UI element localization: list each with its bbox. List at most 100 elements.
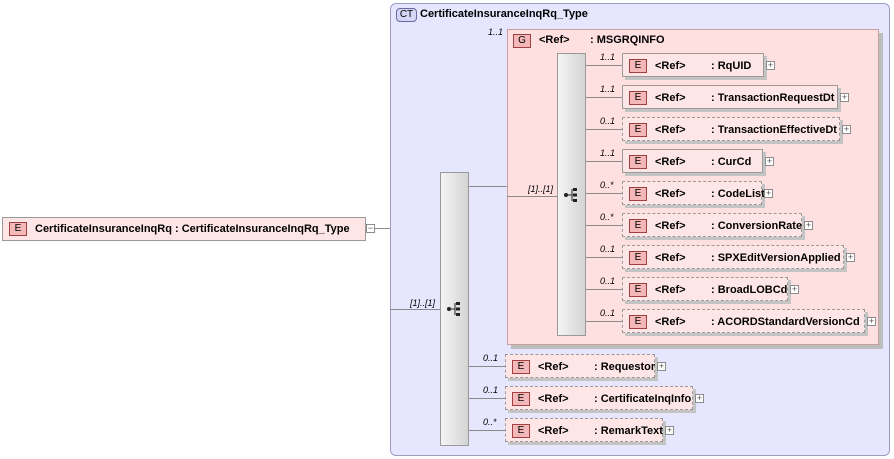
element-remarktext[interactable]: E<Ref>: RemarkText bbox=[505, 418, 663, 442]
element-cardinality: 0..* bbox=[600, 212, 614, 222]
expand-icon[interactable]: + bbox=[766, 60, 775, 70]
connector-line bbox=[586, 289, 622, 290]
element-badge: E bbox=[629, 283, 647, 297]
element-ref: <Ref> bbox=[655, 156, 686, 168]
element-badge: E bbox=[629, 155, 647, 169]
element-name: : CodeList bbox=[711, 188, 765, 200]
element-badge: E bbox=[629, 123, 647, 137]
group-badge: G bbox=[513, 34, 531, 48]
element-acordstandardversioncd[interactable]: E <Ref> : ACORDStandardVersionCd bbox=[622, 309, 865, 333]
element-requestor[interactable]: E <Ref> : Requestor bbox=[505, 354, 655, 378]
group-ref: <Ref> bbox=[539, 34, 570, 46]
element-badge: E bbox=[9, 222, 27, 236]
connector-line bbox=[507, 196, 557, 197]
element-cardinality: 1..1 bbox=[600, 148, 616, 158]
outer-sequence-cardinality: [1]..[1] bbox=[410, 298, 436, 308]
expand-icon[interactable]: + bbox=[790, 284, 799, 294]
element-badge: E bbox=[512, 360, 530, 374]
connector-line bbox=[390, 309, 440, 310]
expand-icon[interactable]: + bbox=[840, 92, 849, 102]
expand-icon[interactable]: + bbox=[764, 188, 773, 198]
inner-sequence-cardinality: [1]..[1] bbox=[528, 184, 554, 194]
element-name: : ConversionRate bbox=[711, 220, 803, 232]
expand-icon[interactable]: + bbox=[765, 156, 774, 166]
element-name: : CertificateInqInfo bbox=[594, 393, 692, 405]
element-name: : ACORDStandardVersionCd bbox=[711, 316, 860, 328]
expand-icon[interactable]: + bbox=[657, 361, 666, 371]
element-badge: E bbox=[629, 59, 647, 73]
element-badge: E bbox=[629, 315, 647, 329]
connector-line bbox=[586, 97, 622, 98]
element-name: : SPXEditVersionApplied bbox=[711, 252, 841, 264]
connector-line bbox=[469, 398, 505, 399]
expand-icon[interactable]: + bbox=[665, 425, 674, 435]
sequence-icon bbox=[564, 188, 577, 202]
element-ref: <Ref> bbox=[655, 220, 686, 232]
element-ref: <Ref> bbox=[655, 188, 686, 200]
element-cardinality: 0..1 bbox=[600, 116, 616, 126]
connector-line bbox=[586, 65, 622, 66]
element-ref: <Ref> bbox=[655, 124, 686, 136]
element-badge: E bbox=[629, 251, 647, 265]
element-cardinality: 0..1 bbox=[600, 244, 616, 254]
element-badge: E bbox=[512, 424, 530, 438]
element-ref: <Ref> bbox=[655, 60, 686, 72]
element-name: : TransactionRequestDt bbox=[711, 92, 835, 104]
element-certificateinqinfo[interactable]: E <Ref> : CertificateInqInfo bbox=[505, 386, 693, 410]
element-curcd[interactable]: E <Ref> : CurCd bbox=[622, 149, 763, 173]
element-transactioneffectivedt[interactable]: E <Ref> : TransactionEffectiveDt bbox=[622, 117, 840, 141]
root-element[interactable]: E CertificateInsuranceInqRq : Certificat… bbox=[2, 217, 366, 241]
element-badge: E bbox=[629, 187, 647, 201]
element-cardinality: 0..1 bbox=[600, 276, 616, 286]
group-cardinality: 1..1 bbox=[488, 27, 504, 37]
element-cardinality: 0..1 bbox=[483, 353, 499, 363]
connector-line bbox=[469, 186, 507, 187]
element-name: : BroadLOBCd bbox=[711, 284, 788, 296]
element-ref: <Ref> bbox=[538, 361, 569, 373]
collapse-toggle-icon[interactable]: − bbox=[366, 223, 375, 233]
element-badge: E bbox=[512, 392, 530, 406]
connector-line bbox=[586, 193, 622, 194]
connector-line bbox=[586, 225, 622, 226]
group-name: : MSGRQINFO bbox=[590, 34, 665, 46]
element-ref: <Ref> bbox=[655, 92, 686, 104]
element-conversionrate[interactable]: E <Ref> : ConversionRate bbox=[622, 213, 802, 237]
element-cardinality: 1..1 bbox=[600, 84, 616, 94]
element-ref: <Ref> bbox=[655, 284, 686, 296]
connector-line bbox=[586, 321, 622, 322]
element-name: : CurCd bbox=[711, 156, 752, 168]
element-badge: E bbox=[629, 219, 647, 233]
root-element-label: CertificateInsuranceInqRq : CertificateI… bbox=[35, 223, 350, 235]
element-ref: <Ref> bbox=[538, 393, 569, 405]
element-cardinality: 0..1 bbox=[483, 385, 499, 395]
connector-line bbox=[469, 430, 505, 431]
element-ref: <Ref> bbox=[655, 316, 686, 328]
element-name: : RqUID bbox=[711, 60, 752, 72]
connector-line bbox=[469, 366, 505, 367]
element-name: : RemarkText bbox=[594, 425, 663, 437]
complex-type-title: CertificateInsuranceInqRq_Type bbox=[420, 8, 588, 20]
element-cardinality: 0..* bbox=[483, 417, 497, 427]
element-cardinality: 0..1 bbox=[600, 308, 616, 318]
element-transactionrequestdt[interactable]: E <Ref> : TransactionRequestDt bbox=[622, 85, 838, 109]
element-badge: E bbox=[629, 91, 647, 105]
element-codelist[interactable]: E <Ref> : CodeList bbox=[622, 181, 765, 205]
connector-line bbox=[586, 129, 622, 130]
element-cardinality: 0..* bbox=[600, 180, 614, 190]
element-rquid[interactable]: E <Ref> : RqUID bbox=[622, 53, 764, 77]
element-spxeditversionapplied[interactable]: E <Ref> : SPXEditVersionApplied bbox=[622, 245, 844, 269]
element-broadlobcd[interactable]: E <Ref> : BroadLOBCd bbox=[622, 277, 788, 301]
element-cardinality: 1..1 bbox=[600, 52, 616, 62]
expand-icon[interactable]: + bbox=[846, 252, 855, 262]
expand-icon[interactable]: + bbox=[867, 316, 876, 326]
element-ref: <Ref> bbox=[655, 252, 686, 264]
connector-line bbox=[375, 228, 390, 229]
expand-icon[interactable]: + bbox=[804, 220, 813, 230]
complex-type-badge: CT bbox=[396, 8, 417, 22]
expand-icon[interactable]: + bbox=[842, 124, 851, 134]
sequence-icon bbox=[447, 302, 460, 316]
expand-icon[interactable]: + bbox=[695, 393, 704, 403]
connector-line bbox=[586, 161, 622, 162]
element-name: : TransactionEffectiveDt bbox=[711, 124, 837, 136]
element-name: : Requestor bbox=[594, 361, 656, 373]
